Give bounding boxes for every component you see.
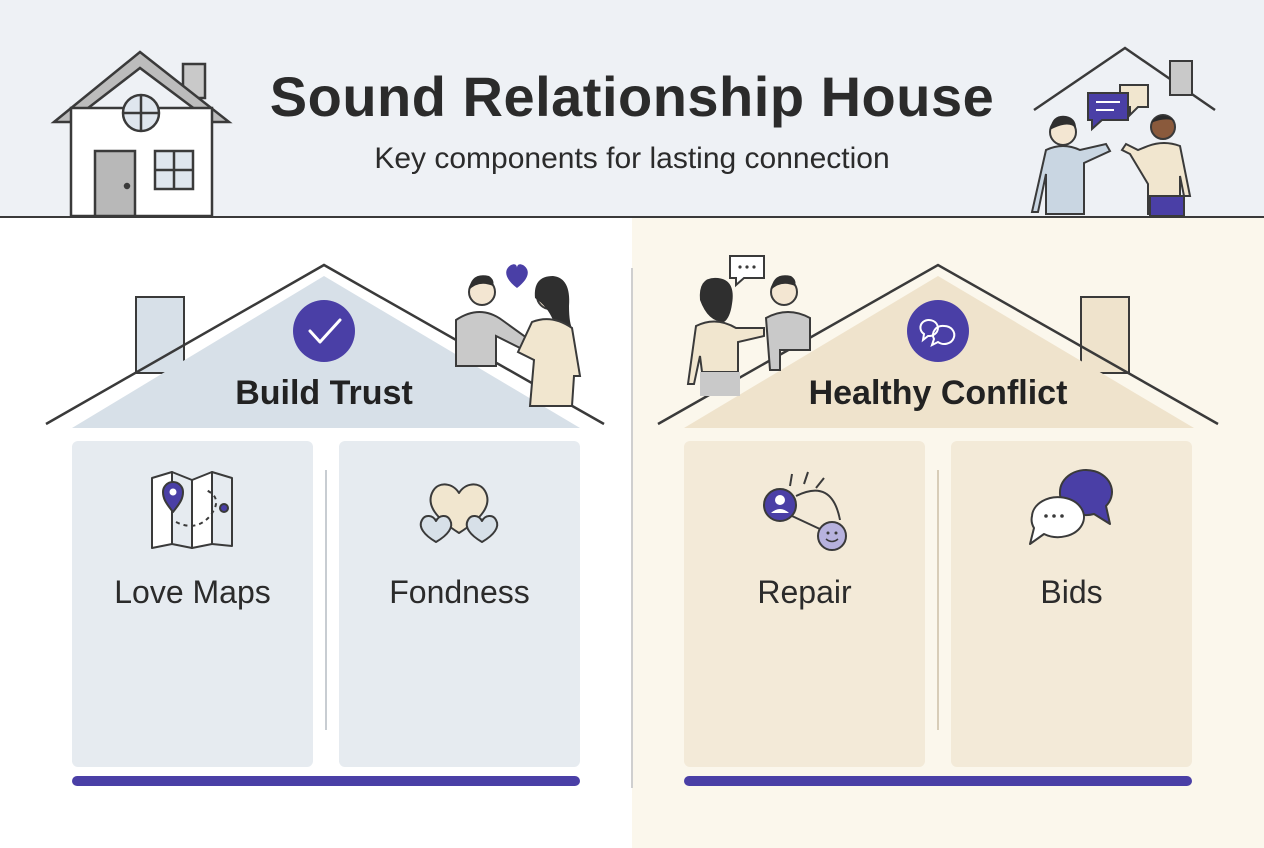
page-subtitle: Key components for lasting connection — [374, 142, 890, 175]
header-couple-illustration — [1030, 46, 1216, 217]
folded-map-icon — [151, 471, 233, 549]
heart-icon — [506, 264, 528, 288]
center-divider — [631, 268, 633, 788]
three-hearts-icon — [419, 483, 499, 543]
conflict-couple-illustration — [686, 255, 811, 396]
check-circle-icon — [293, 300, 355, 362]
room-bids-label: Bids — [1040, 574, 1103, 610]
chat-bubble-icon — [729, 255, 765, 288]
room-love-maps-label: Love Maps — [114, 574, 271, 610]
header-house-icon — [50, 50, 233, 218]
connected-people-icon — [763, 471, 847, 551]
room-repair-label: Repair — [757, 574, 852, 610]
room-fondness-label: Fondness — [389, 574, 530, 610]
conflict-house — [657, 263, 1219, 786]
trust-house — [45, 263, 605, 786]
conflict-roof-label: Healthy Conflict — [808, 374, 1068, 412]
conflict-foundation-bar — [684, 776, 1192, 786]
trust-couple-illustration — [455, 264, 582, 407]
trust-roof-label: Build Trust — [235, 374, 413, 412]
speech-bubbles-icon — [907, 300, 969, 362]
chat-bubbles-icon — [1029, 468, 1113, 545]
page-title: Sound Relationship House — [269, 65, 995, 128]
trust-foundation-bar — [72, 776, 580, 786]
